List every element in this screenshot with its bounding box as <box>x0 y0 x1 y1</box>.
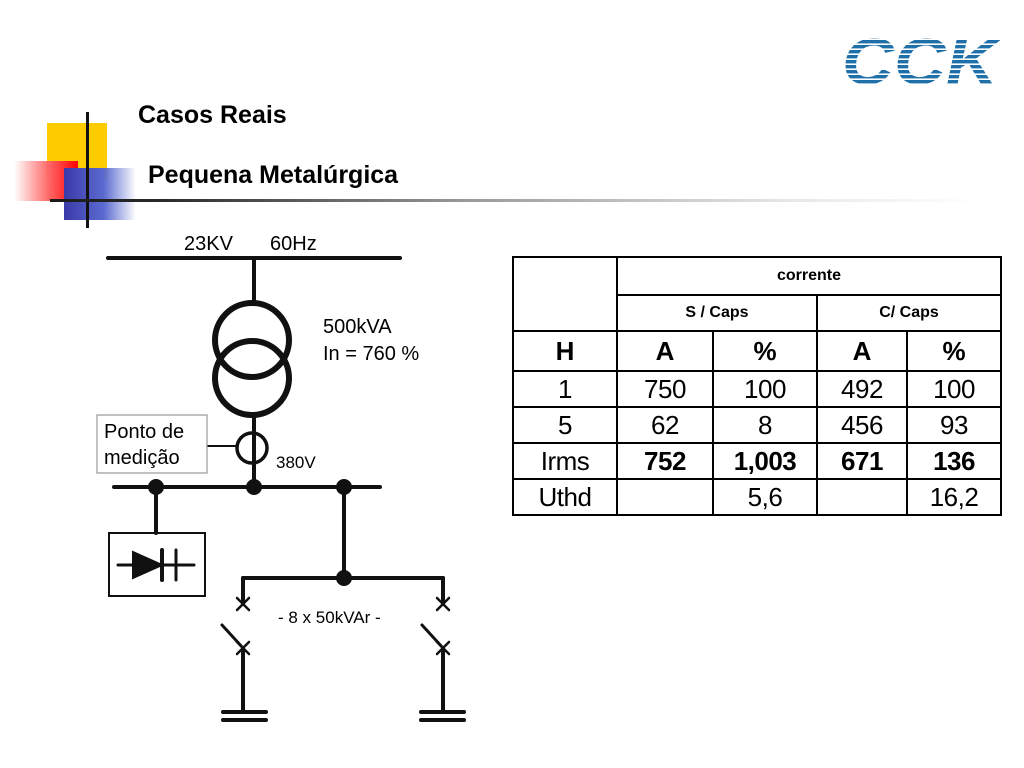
row-label-cell: 1 <box>512 370 618 408</box>
table-cell: 492 <box>816 370 908 408</box>
row-label-cell: Uthd <box>512 478 618 516</box>
column-header: % <box>712 330 818 372</box>
row-label-cell: Irms <box>512 442 618 480</box>
table-cell <box>616 478 714 516</box>
table-cell: 136 <box>905 442 1003 480</box>
page-subtitle: Pequena Metalúrgica <box>148 161 399 189</box>
column-header: A <box>616 330 714 372</box>
column-header: H <box>512 330 618 372</box>
junction-dot <box>246 479 262 495</box>
current-transformer-icon <box>235 428 269 489</box>
table-cell: 752 <box>616 442 714 480</box>
low-voltage-label: 380V <box>276 453 316 472</box>
column-header: A <box>816 330 908 372</box>
table-cell: 456 <box>816 406 908 444</box>
table-row: 1 750 100 492 100 <box>512 370 1003 408</box>
junction-dot <box>336 570 352 586</box>
transformer-icon <box>212 300 292 418</box>
title-underline <box>50 199 980 202</box>
table-subheader-without-caps: S / Caps <box>616 294 818 332</box>
page-title: Casos Reais <box>138 101 287 129</box>
transformer-current-label: In = 760 % <box>323 343 419 365</box>
table-row: Uthd 5,6 16,2 <box>512 478 1003 516</box>
table-cell: 93 <box>905 406 1003 444</box>
table-cell: 5,6 <box>712 478 818 516</box>
capacitor-switch-left <box>220 576 251 714</box>
table-cell: 8 <box>712 406 818 444</box>
capacitor-switch-right <box>420 576 451 714</box>
transformer-rating-label: 500kVA <box>323 316 392 338</box>
table-cell <box>816 478 908 516</box>
table-cell: 750 <box>616 370 714 408</box>
table-cell: 100 <box>712 370 818 408</box>
table-corner-cell <box>512 256 618 332</box>
table-row: Irms 752 1,003 671 136 <box>512 442 1003 480</box>
cck-logo: CCK <box>842 30 1000 88</box>
measurement-point-label: Ponto de <box>104 421 184 443</box>
rectifier-diode-icon <box>108 532 206 597</box>
electrical-diagram: Ponto de medição 23KV 60Hz 500kVA In = 7… <box>96 233 466 722</box>
table-subheader-with-caps: C/ Caps <box>815 294 1003 332</box>
table-group-header: corrente <box>615 256 1003 296</box>
row-label-cell: 5 <box>512 406 618 444</box>
decor-blue-square <box>64 168 136 220</box>
decor-vertical-line <box>86 112 89 228</box>
table-cell: 62 <box>616 406 714 444</box>
logo-text: CCK <box>842 30 1000 88</box>
capacitor-icon-right <box>419 710 466 722</box>
measurement-point-label: medição <box>104 447 180 469</box>
column-header: % <box>905 330 1003 372</box>
capacitor-icon-left <box>221 710 268 722</box>
supply-voltage-label: 23KV <box>184 233 234 255</box>
table-cell: 100 <box>905 370 1003 408</box>
capacitor-bank-label: - 8 x 50kVAr - <box>278 608 381 627</box>
measurement-point-box <box>96 414 208 474</box>
supply-frequency-label: 60Hz <box>270 233 317 255</box>
table-cell: 1,003 <box>712 442 818 480</box>
table-cell: 16,2 <box>905 478 1003 516</box>
junction-dot <box>148 479 164 495</box>
harmonics-table: corrente S / Caps C/ Caps H A % A % 1 75… <box>512 256 1003 516</box>
table-row: 5 62 8 456 93 <box>512 406 1003 444</box>
table-cell: 671 <box>816 442 908 480</box>
junction-dot <box>336 479 352 495</box>
